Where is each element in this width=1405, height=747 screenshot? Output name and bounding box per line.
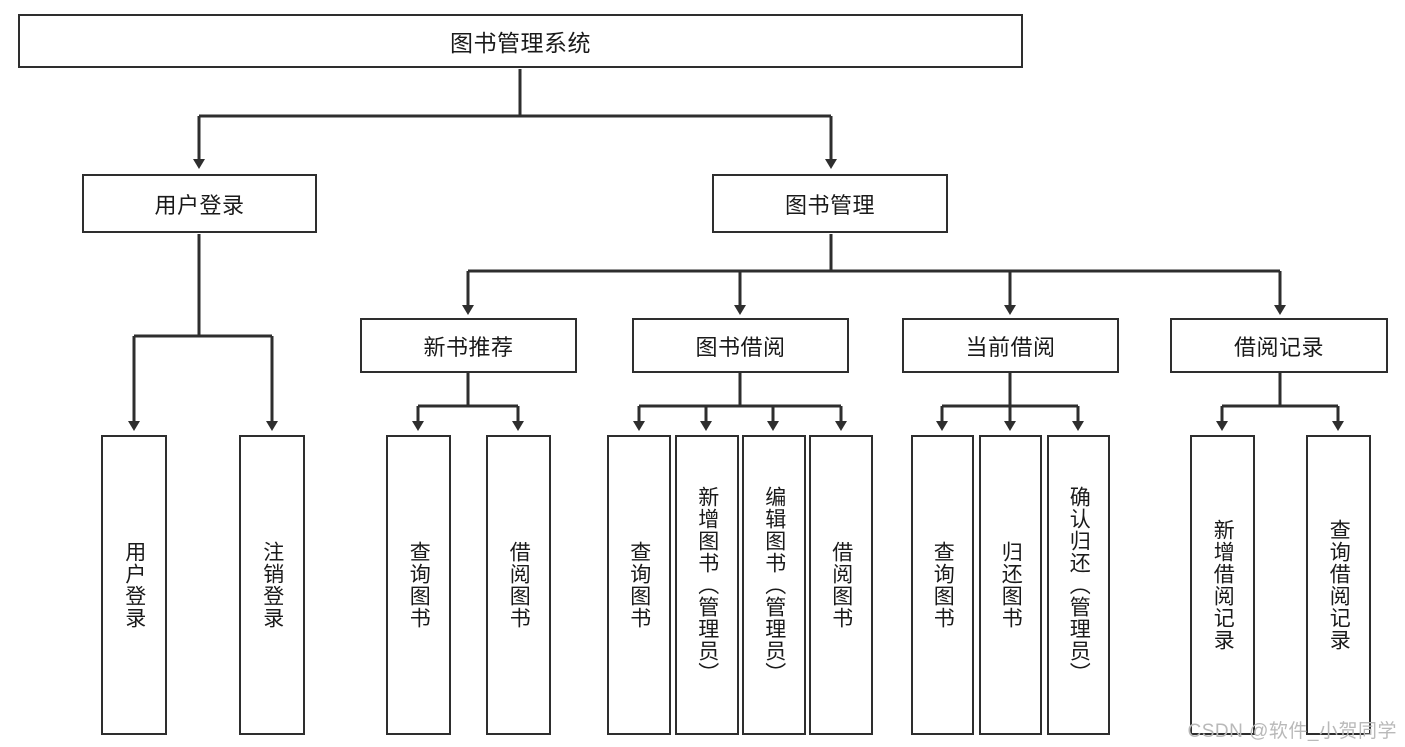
node-label: 用户登录 — [154, 192, 245, 218]
node-root-book-management-system[interactable]: 图书管理系统 — [18, 14, 1023, 68]
node-label: 图书管理 — [784, 192, 875, 218]
node-label: 归还图书 — [999, 541, 1023, 629]
node-borrow-records[interactable]: 借阅记录 — [1170, 318, 1388, 373]
node-label: 借阅图书 — [507, 541, 531, 629]
node-label: 编辑图书（管理员） — [762, 486, 786, 684]
node-user-login[interactable]: 用户登录 — [82, 174, 317, 233]
node-label: 查询图书 — [931, 541, 955, 629]
leaf-user-login-login[interactable]: 用户登录 — [101, 435, 167, 735]
node-label: 查询图书 — [407, 541, 431, 629]
leaf-book-borrow-add-admin[interactable]: 新增图书（管理员） — [675, 435, 739, 735]
node-label: 借阅记录 — [1233, 334, 1324, 360]
leaf-new-book-query[interactable]: 查询图书 — [386, 435, 451, 735]
node-label: 新增借阅记录 — [1211, 519, 1235, 651]
leaf-current-borrow-confirm-admin[interactable]: 确认归还（管理员） — [1047, 435, 1110, 735]
leaf-borrow-record-add[interactable]: 新增借阅记录 — [1190, 435, 1255, 735]
leaf-book-borrow-edit-admin[interactable]: 编辑图书（管理员） — [742, 435, 806, 735]
node-book-management[interactable]: 图书管理 — [712, 174, 948, 233]
node-new-book-recommend[interactable]: 新书推荐 — [360, 318, 577, 373]
node-label: 新书推荐 — [423, 334, 514, 360]
node-label: 图书管理系统 — [450, 30, 591, 56]
leaf-user-login-logout[interactable]: 注销登录 — [239, 435, 305, 735]
leaf-borrow-record-query[interactable]: 查询借阅记录 — [1306, 435, 1371, 735]
node-label: 注销登录 — [260, 541, 284, 629]
leaf-book-borrow-query[interactable]: 查询图书 — [607, 435, 671, 735]
node-label: 用户登录 — [122, 541, 146, 629]
node-label: 查询借阅记录 — [1327, 519, 1351, 651]
node-book-borrow[interactable]: 图书借阅 — [632, 318, 849, 373]
node-label: 确认归还（管理员） — [1067, 486, 1091, 684]
node-current-borrow[interactable]: 当前借阅 — [902, 318, 1119, 373]
node-label: 当前借阅 — [965, 334, 1056, 360]
leaf-current-borrow-query[interactable]: 查询图书 — [911, 435, 974, 735]
watermark-text: CSDN @软件_小贺同学 — [1187, 721, 1397, 742]
leaf-new-book-borrow[interactable]: 借阅图书 — [486, 435, 551, 735]
node-label: 借阅图书 — [829, 541, 853, 629]
node-label: 查询图书 — [627, 541, 651, 629]
leaf-book-borrow-borrow[interactable]: 借阅图书 — [809, 435, 873, 735]
node-label: 新增图书（管理员） — [695, 486, 719, 684]
node-label: 图书借阅 — [695, 334, 786, 360]
leaf-current-borrow-return[interactable]: 归还图书 — [979, 435, 1042, 735]
